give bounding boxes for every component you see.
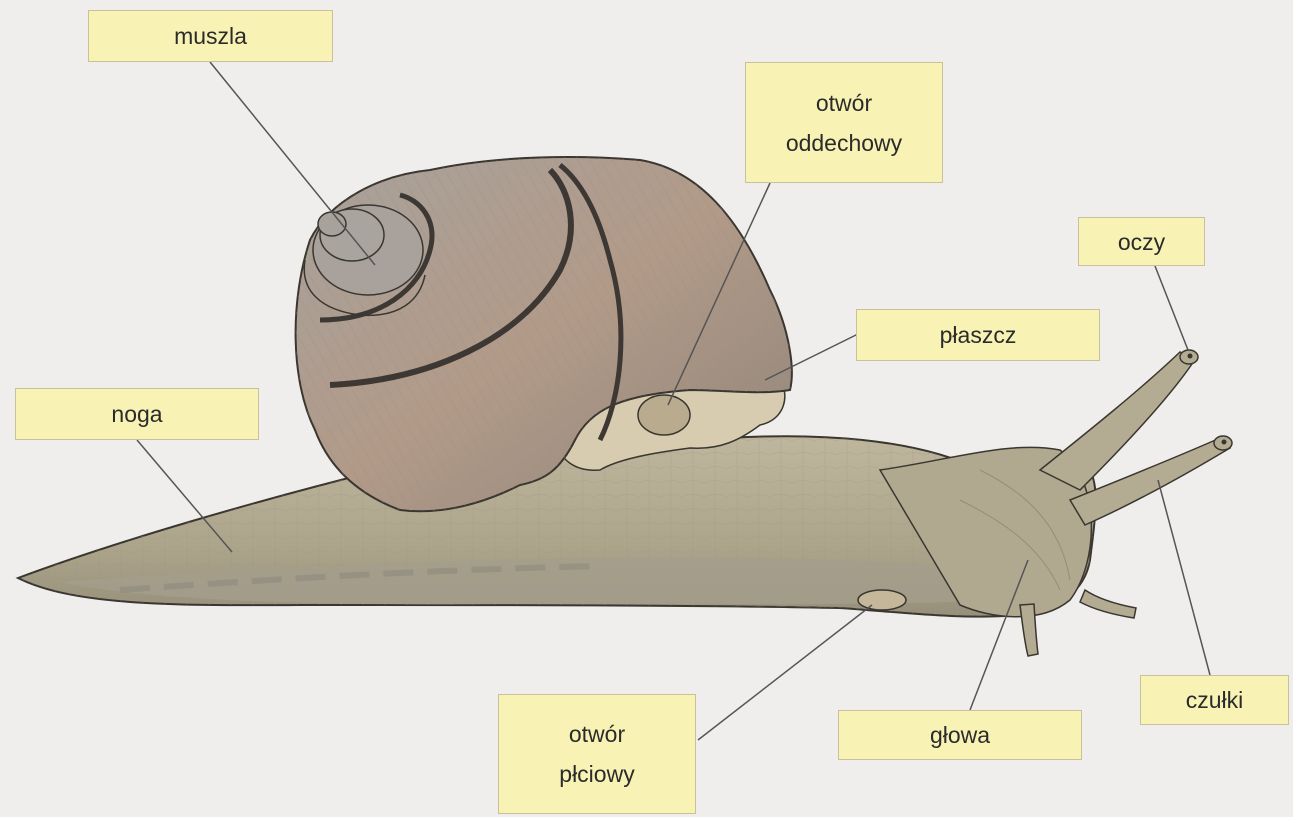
- genital-pore: [858, 590, 906, 610]
- label-shell: muszla: [88, 10, 333, 62]
- label-tentacles: czułki: [1140, 675, 1289, 725]
- label-mantle: płaszcz: [856, 309, 1100, 361]
- label-breathing-pore: otwór oddechowy: [745, 62, 943, 183]
- label-eyes: oczy: [1078, 217, 1205, 266]
- breathing-pore: [638, 395, 690, 435]
- label-foot: noga: [15, 388, 259, 440]
- label-genital-pore: otwór płciowy: [498, 694, 696, 814]
- label-head: głowa: [838, 710, 1082, 760]
